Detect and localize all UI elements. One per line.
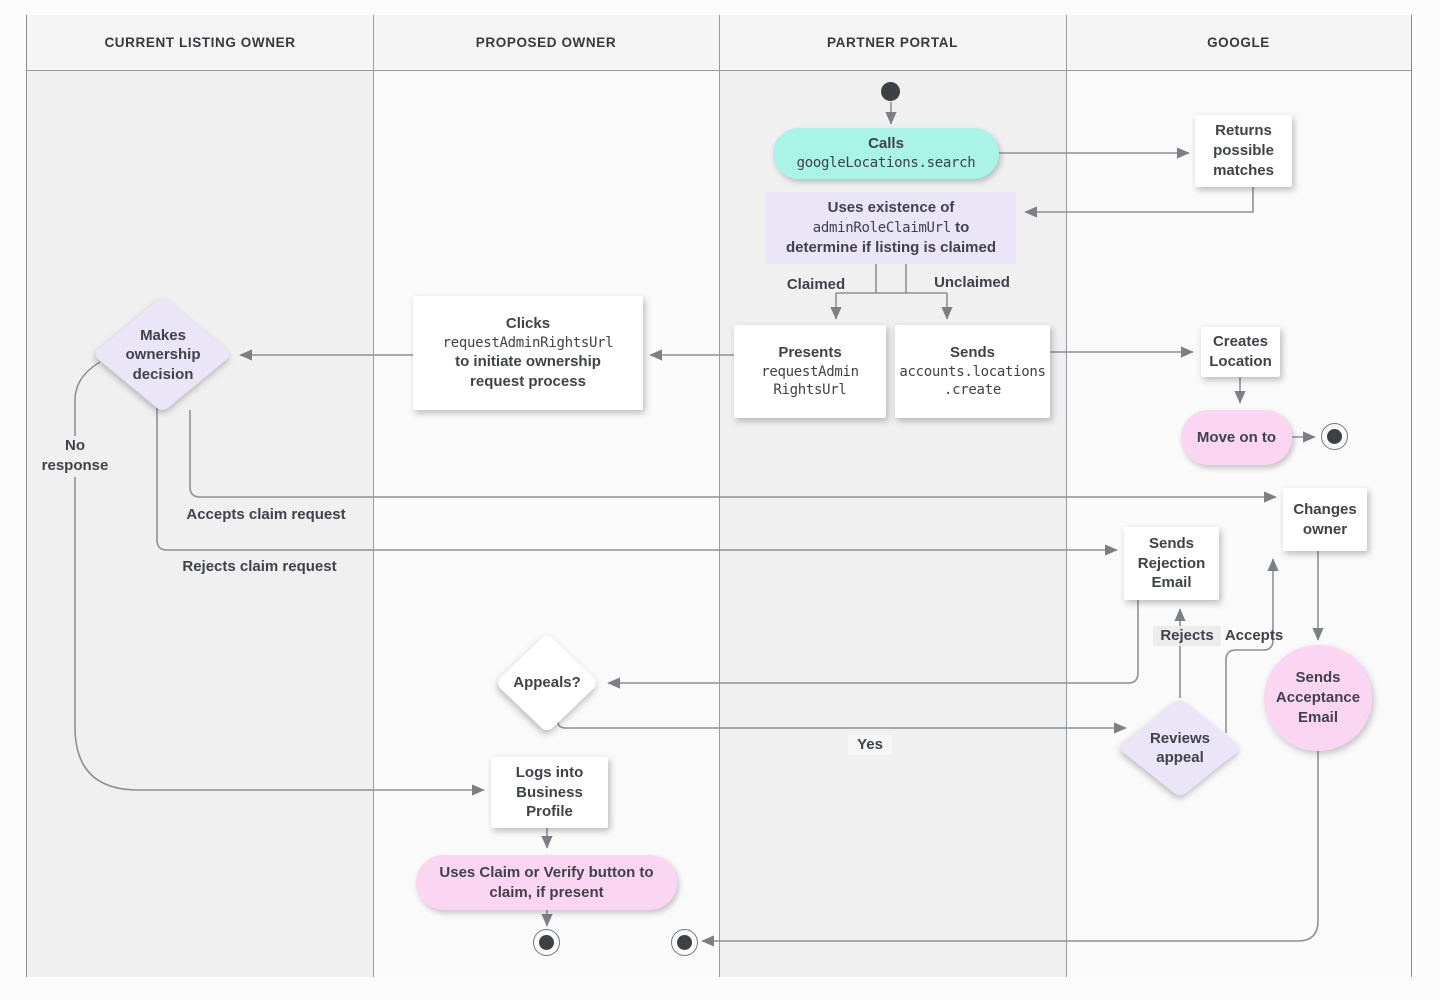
edge-label-unclaimed: Unclaimed <box>934 274 1010 291</box>
edge-label-accepts-claim-request: Accepts claim request <box>186 506 346 523</box>
end-node <box>1321 423 1348 450</box>
node-text: Changes owner <box>1293 500 1357 538</box>
node-code: accounts.locations <box>899 363 1046 380</box>
node-title: Sends <box>949 343 995 361</box>
end-node <box>671 929 698 956</box>
node-code: RightsUrl <box>773 382 847 399</box>
edge-label-rejects: Rejects <box>1153 626 1221 647</box>
edge-label-claimed: Claimed <box>786 276 846 293</box>
lane-divider <box>373 15 374 977</box>
end-node-dot <box>539 935 554 950</box>
node-creates-location: Creates Location <box>1201 327 1280 377</box>
edge-label-rejects-claim-request: Rejects claim request <box>182 558 337 575</box>
lane-proposed-owner <box>373 71 719 977</box>
node-line3: determine if listing is claimed <box>785 238 997 256</box>
node-code: adminRoleClaimUrl <box>812 220 952 237</box>
lane-divider <box>1066 15 1067 977</box>
node-text: Returns possible matches <box>1213 122 1274 179</box>
lane-header-proposed-owner: PROPOSED OWNER <box>373 15 719 71</box>
end-node-dot <box>1327 429 1342 444</box>
end-node-dot <box>677 935 692 950</box>
node-logs-into-business-profile: Logs into Business Profile <box>491 757 608 828</box>
node-code: requestAdmin <box>761 363 859 380</box>
lane-divider <box>719 15 720 977</box>
node-uses-existence-adminroleclaimurl: Uses existence of adminRoleClaimUrl to d… <box>766 192 1016 264</box>
node-text: Uses Claim or Verify button to claim, if… <box>439 863 654 901</box>
node-sends-acceptance-email: Sends Acceptance Email <box>1264 645 1372 751</box>
node-line2: adminRoleClaimUrl to <box>813 218 970 238</box>
node-returns-possible-matches: Returns possible matches <box>1195 115 1292 187</box>
node-text: Move on to <box>1196 428 1277 446</box>
node-text: Makes ownership decision <box>125 326 201 383</box>
node-text: Sends Acceptance Email <box>1275 669 1361 726</box>
node-text: Creates Location <box>1209 333 1272 370</box>
node-text: Logs into Business Profile <box>515 763 584 821</box>
edge-label-accepts: Accepts <box>1224 627 1284 644</box>
node-line1: Uses existence of <box>827 199 955 217</box>
node-presents-requestadminrightsurl: Presents requestAdmin RightsUrl <box>734 325 886 418</box>
node-sends-accounts-locations-create: Sends accounts.locations .create <box>895 325 1050 418</box>
node-appeals: Appeals? <box>494 632 600 734</box>
node-makes-ownership-decision: Makes ownership decision <box>92 296 233 413</box>
node-rest: to initiate ownership request process <box>455 353 601 391</box>
lane-header-current-listing-owner: CURRENT LISTING OWNER <box>27 15 373 71</box>
node-title: Calls <box>868 135 904 153</box>
edge-label-no-response: No response <box>35 436 115 477</box>
node-code: requestAdminRightsUrl <box>442 334 614 351</box>
node-line2-suffix: to <box>950 219 970 237</box>
node-reviews-appeal: Reviews appeal <box>1117 698 1243 798</box>
node-uses-claim-or-verify-button: Uses Claim or Verify button to claim, if… <box>416 855 677 910</box>
node-title: Presents <box>778 343 842 361</box>
node-text: Sends Rejection Email <box>1137 534 1206 592</box>
node-title: Clicks <box>505 314 551 332</box>
edge-label-yes: Yes <box>848 735 892 756</box>
start-node <box>881 82 900 101</box>
node-text: Appeals? <box>513 674 581 692</box>
node-clicks-requestadminrightsurl: Clicks requestAdminRightsUrl to initiate… <box>413 296 643 410</box>
node-sends-rejection-email: Sends Rejection Email <box>1124 527 1219 600</box>
node-code: .create <box>944 382 1001 399</box>
node-changes-owner: Changes owner <box>1283 488 1367 551</box>
lane-header-partner-portal: PARTNER PORTAL <box>719 15 1066 71</box>
end-node <box>533 929 560 956</box>
node-text: Reviews appeal <box>1149 729 1211 767</box>
node-code: googleLocations.search <box>796 155 976 172</box>
lane-header-google: GOOGLE <box>1066 15 1411 71</box>
node-move-on-to: Move on to <box>1181 410 1292 465</box>
node-calls-googlelocations-search: Calls googleLocations.search <box>773 128 999 179</box>
